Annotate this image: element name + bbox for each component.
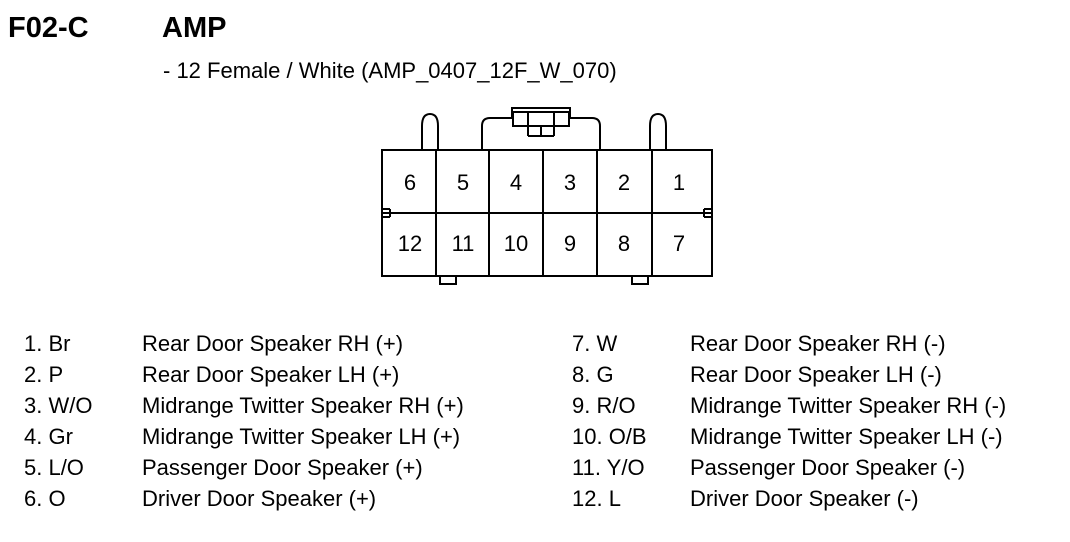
pin-row: 12. L Driver Door Speaker (-) [572, 483, 1067, 514]
pin-wire: 3. W/O [24, 393, 93, 418]
pin-row: 6. O Driver Door Speaker (+) [24, 483, 544, 514]
pin-4-label: 4 [510, 170, 522, 195]
pin-list-right: 7. W Rear Door Speaker RH (-) 8. G Rear Do… [572, 328, 1067, 514]
left-latch [421, 112, 439, 150]
pin-description: Midrange Twitter Speaker LH (-) [690, 424, 1003, 449]
pin-row: 7. W Rear Door Speaker RH (-) [572, 328, 1067, 359]
pin-11-label: 11 [452, 231, 475, 256]
pin-description: Rear Door Speaker LH (-) [690, 362, 942, 387]
pin-row: 1. Br Rear Door Speaker RH (+) [24, 328, 544, 359]
pin-5-label: 5 [457, 170, 469, 195]
pin-row: 3. W/O Midrange Twitter Speaker RH (+) [24, 390, 544, 421]
pin-row: 2. P Rear Door Speaker LH (+) [24, 359, 544, 390]
pin-1-label: 1 [673, 170, 685, 195]
pin-wire: 8. G [572, 362, 614, 387]
pin-description: Driver Door Speaker (-) [690, 486, 919, 511]
pin-description: Midrange Twitter Speaker LH (+) [142, 424, 461, 449]
pin-row: 8. G Rear Door Speaker LH (-) [572, 359, 1067, 390]
component-name: AMP [162, 12, 227, 44]
pin-wire: 6. O [24, 486, 66, 511]
pin-row: 4. Gr Midrange Twitter Speaker LH (+) [24, 421, 544, 452]
left-foot [439, 276, 457, 285]
connector-diagram: 6 5 4 3 2 1 12 11 10 9 8 7 [381, 107, 713, 285]
pin-wire: 5. L/O [24, 455, 84, 480]
pin-description: Midrange Twitter Speaker RH (-) [690, 393, 1007, 418]
pin-description: Passenger Door Speaker (+) [142, 455, 423, 480]
pin-row: 11. Y/O Passenger Door Speaker (-) [572, 452, 1067, 483]
pin-description: Rear Door Speaker LH (+) [142, 362, 400, 387]
pin-9-label: 9 [564, 231, 576, 256]
pin-description: Passenger Door Speaker (-) [690, 455, 966, 480]
pin-wire: 11. Y/O [572, 455, 645, 480]
pin-6-label: 6 [404, 170, 416, 195]
pin-wire: 10. O/B [572, 424, 647, 449]
pin-wire: 2. P [24, 362, 64, 387]
connector-subtitle: - 12 Female / White (AMP_0407_12F_W_070) [163, 58, 617, 83]
connector-code: F02-C [8, 12, 89, 44]
center-lock [481, 107, 601, 150]
pin-list-left: 1. Br Rear Door Speaker RH (+) 2. P Rear D… [24, 328, 544, 514]
pin-10-label: 10 [504, 231, 528, 256]
right-foot [631, 276, 649, 285]
right-latch [649, 112, 667, 150]
pin-wire: 9. R/O [572, 393, 636, 418]
pin-3-label: 3 [564, 170, 576, 195]
pin-wire: 4. Gr [24, 424, 73, 449]
pin-row: 5. L/O Passenger Door Speaker (+) [24, 452, 544, 483]
pin-description: Midrange Twitter Speaker RH (+) [142, 393, 464, 418]
pin-description: Rear Door Speaker RH (+) [142, 331, 404, 356]
pin-description: Rear Door Speaker RH (-) [690, 331, 946, 356]
pin-description: Driver Door Speaker (+) [142, 486, 377, 511]
pin-wire: 1. Br [24, 331, 71, 356]
pin-12-label: 12 [398, 231, 422, 256]
pin-wire: 12. L [572, 486, 621, 511]
pin-8-label: 8 [618, 231, 630, 256]
pin-wire: 7. W [572, 331, 618, 356]
pin-row: 9. R/O Midrange Twitter Speaker RH (-) [572, 390, 1067, 421]
pin-7-label: 7 [673, 231, 685, 256]
pin-row: 10. O/B Midrange Twitter Speaker LH (-) [572, 421, 1067, 452]
pin-2-label: 2 [618, 170, 630, 195]
